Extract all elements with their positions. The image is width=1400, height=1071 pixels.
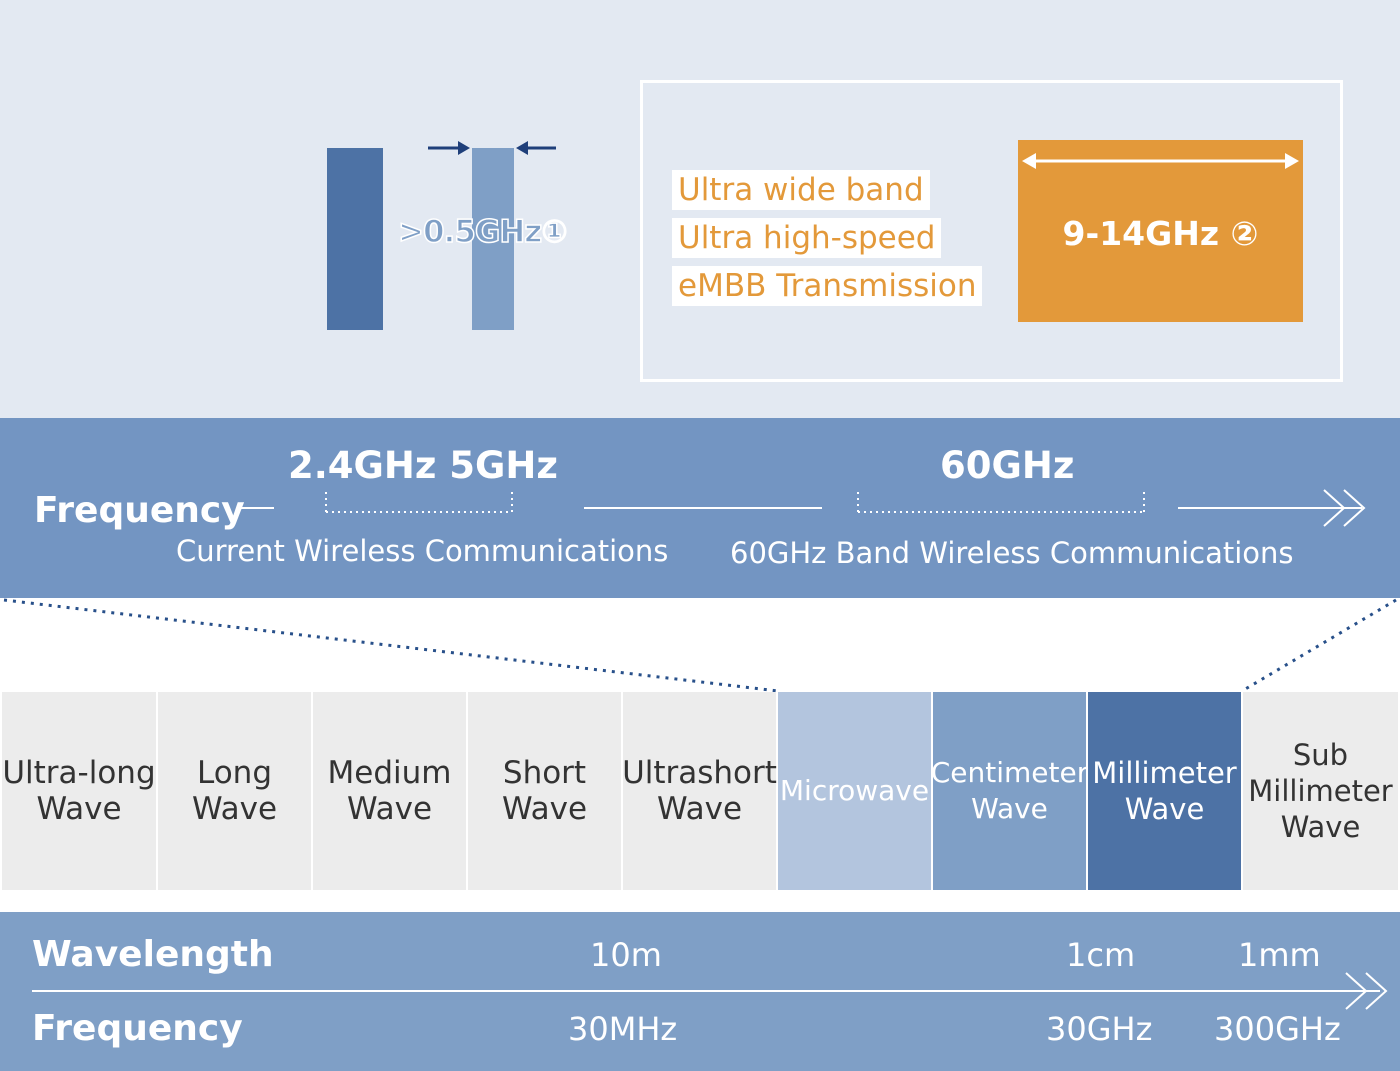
ghz60-caption: 60GHz Band Wireless Communications [730, 536, 1294, 570]
double-chevron-icon [1345, 972, 1388, 1010]
double-chevron-icon [1323, 489, 1366, 527]
bandwidth-arrows [428, 141, 556, 155]
spectrum-cell-microwave: Microwave [778, 692, 931, 890]
channel-width-bar [472, 148, 514, 330]
frequency-30mhz: 30MHz [568, 1010, 678, 1048]
frequency-label: Frequency [34, 490, 245, 531]
current-caption: Current Wireless Communications [176, 534, 669, 568]
current-freqs: 2.4GHz 5GHz [288, 444, 558, 487]
frequency-axis [240, 489, 1366, 527]
uwb-line-2: Ultra high-speed [672, 218, 942, 258]
wavelength-axis [32, 972, 1388, 1010]
uwb-box [640, 80, 1343, 382]
spectrum-cell-ultra-long-wave: Ultra-long Wave [2, 692, 156, 890]
current-channel-bar [327, 148, 383, 330]
ghz60-label: 60GHz [940, 444, 1075, 487]
spectrum-cell-centimeter-wave: Centimeter Wave [931, 692, 1088, 890]
wavelength-10m: 10m [590, 936, 662, 974]
spectrum-cell-sub-millimeter-wave: Sub Millimeter Wave [1243, 692, 1398, 890]
band-width-arrow-icon [1022, 153, 1299, 169]
band-label: 9-14GHz ② [1062, 214, 1259, 253]
wavelength-1cm: 1cm [1066, 936, 1136, 974]
frequency-300ghz: 300GHz [1214, 1010, 1341, 1048]
uwb-line-3: eMBB Transmission [672, 266, 983, 306]
current-bracket [325, 492, 513, 514]
wavelength-label: Wavelength [32, 934, 274, 975]
left-arrow-icon [428, 141, 470, 155]
frequency-30ghz: 30GHz [1046, 1010, 1153, 1048]
zoom-connectors [3, 598, 1397, 693]
spectrum-cell-short-wave: Short Wave [468, 692, 621, 890]
spectrum-cell-medium-wave: Medium Wave [313, 692, 466, 890]
uwb-line-1: Ultra wide band [672, 170, 930, 210]
ghz60-bracket [857, 492, 1145, 514]
spectrum-cell-ultrashort-wave: Ultrashort Wave [622, 692, 777, 890]
bandwidth-label: >0.5GHz① [397, 213, 568, 251]
band-box [1018, 140, 1303, 322]
bottom-frequency-label: Frequency [32, 1008, 243, 1049]
wavelength-1mm: 1mm [1238, 936, 1321, 974]
right-arrow-icon [516, 141, 556, 155]
spectrum-cell-millimeter-wave: Millimeter Wave [1088, 692, 1241, 890]
spectrum-cell-long-wave: Long Wave [158, 692, 311, 890]
